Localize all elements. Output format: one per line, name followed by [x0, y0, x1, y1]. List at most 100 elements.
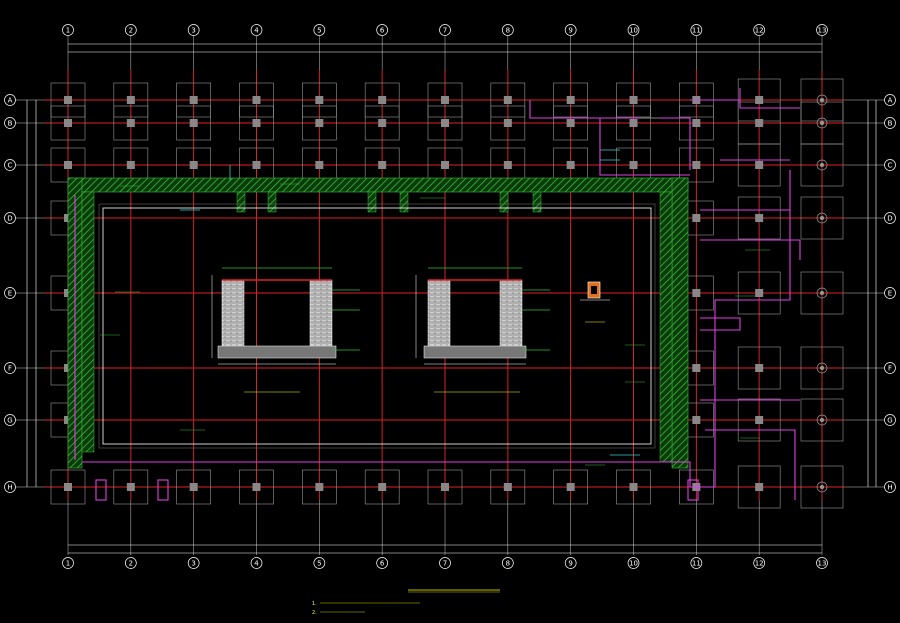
axis-bubble [564, 24, 577, 36]
footing [800, 398, 844, 442]
footing [364, 469, 400, 505]
footing [616, 105, 651, 141]
axis-bubble [4, 159, 16, 171]
footing [50, 105, 86, 141]
column [629, 119, 638, 127]
axis-bubble [627, 24, 640, 36]
footing [737, 143, 781, 187]
column [64, 119, 72, 127]
axis-label: 12 [755, 559, 764, 567]
column [189, 119, 198, 127]
column [315, 96, 324, 104]
footing [302, 105, 337, 141]
axis-label: 12 [755, 26, 764, 34]
column [126, 483, 135, 491]
column [755, 214, 764, 222]
column-round [816, 414, 828, 426]
axis-label: 4 [254, 26, 259, 34]
column-round-core [820, 216, 824, 220]
column-round [816, 94, 828, 106]
axis-label: 1 [66, 559, 70, 567]
column-round-core [820, 418, 824, 422]
note-number: 1. [312, 601, 317, 607]
column-round [816, 212, 828, 224]
footing [616, 82, 651, 118]
column-round-core [820, 121, 824, 125]
footing [239, 82, 274, 118]
column-round-core [820, 163, 824, 167]
column-round-core [820, 291, 824, 295]
axis-bubble [4, 481, 16, 493]
axis-bubble [376, 557, 389, 569]
axis-bubble [187, 557, 200, 569]
axis-bubble [313, 24, 326, 36]
column [566, 96, 575, 104]
axis-label: E [888, 289, 892, 297]
column [755, 161, 764, 169]
axis-label: F [888, 364, 892, 372]
column [755, 483, 764, 491]
left-dimension-lines [26, 100, 37, 487]
axis-bubble [564, 557, 577, 569]
column-round [816, 481, 828, 493]
column [252, 96, 261, 104]
footing [302, 469, 337, 505]
column [252, 161, 261, 169]
axis-label: E [8, 289, 12, 297]
column [692, 214, 701, 222]
column [315, 119, 324, 127]
column [441, 161, 449, 169]
footing [490, 469, 526, 505]
footing [113, 469, 149, 505]
footing [364, 105, 400, 141]
axis-bubble [501, 557, 514, 569]
footing [239, 469, 274, 505]
axis-bubble [816, 24, 828, 36]
axis-bubble [439, 557, 451, 569]
axis-label: 13 [818, 559, 827, 567]
column [629, 96, 638, 104]
pipe-routes [74, 88, 801, 501]
column [566, 483, 575, 491]
footing [490, 105, 526, 141]
column [378, 161, 387, 169]
footing [553, 82, 588, 118]
axis-label: B [8, 119, 13, 127]
column [503, 483, 512, 491]
footing [800, 271, 844, 315]
axis-label: H [7, 483, 12, 491]
column [378, 96, 387, 104]
footing [50, 82, 86, 118]
axis-label: D [7, 214, 12, 222]
footing [800, 143, 844, 187]
axis-bubble [4, 362, 16, 374]
cyan-marks [180, 149, 640, 456]
footing [553, 469, 588, 505]
section-detail-1 [211, 267, 360, 393]
column [629, 161, 638, 169]
column [378, 483, 387, 491]
column [503, 161, 512, 169]
axis-bubble [62, 24, 74, 36]
axis-bubble [250, 24, 263, 36]
column [755, 416, 764, 424]
annotation-leaders [100, 117, 770, 466]
column [126, 161, 135, 169]
footing [679, 147, 714, 183]
axis-label: 7 [443, 559, 447, 567]
column [126, 96, 135, 104]
column [126, 119, 135, 127]
axis-bubble [4, 117, 16, 129]
footing [302, 82, 337, 118]
axis-bubble [753, 557, 766, 569]
column [378, 119, 387, 127]
column [755, 119, 764, 127]
column [441, 119, 449, 127]
axis-label: G [7, 416, 12, 424]
axis-bubble [884, 287, 896, 299]
footing [50, 469, 86, 505]
footing [427, 469, 463, 505]
axis-bubble [884, 414, 896, 426]
